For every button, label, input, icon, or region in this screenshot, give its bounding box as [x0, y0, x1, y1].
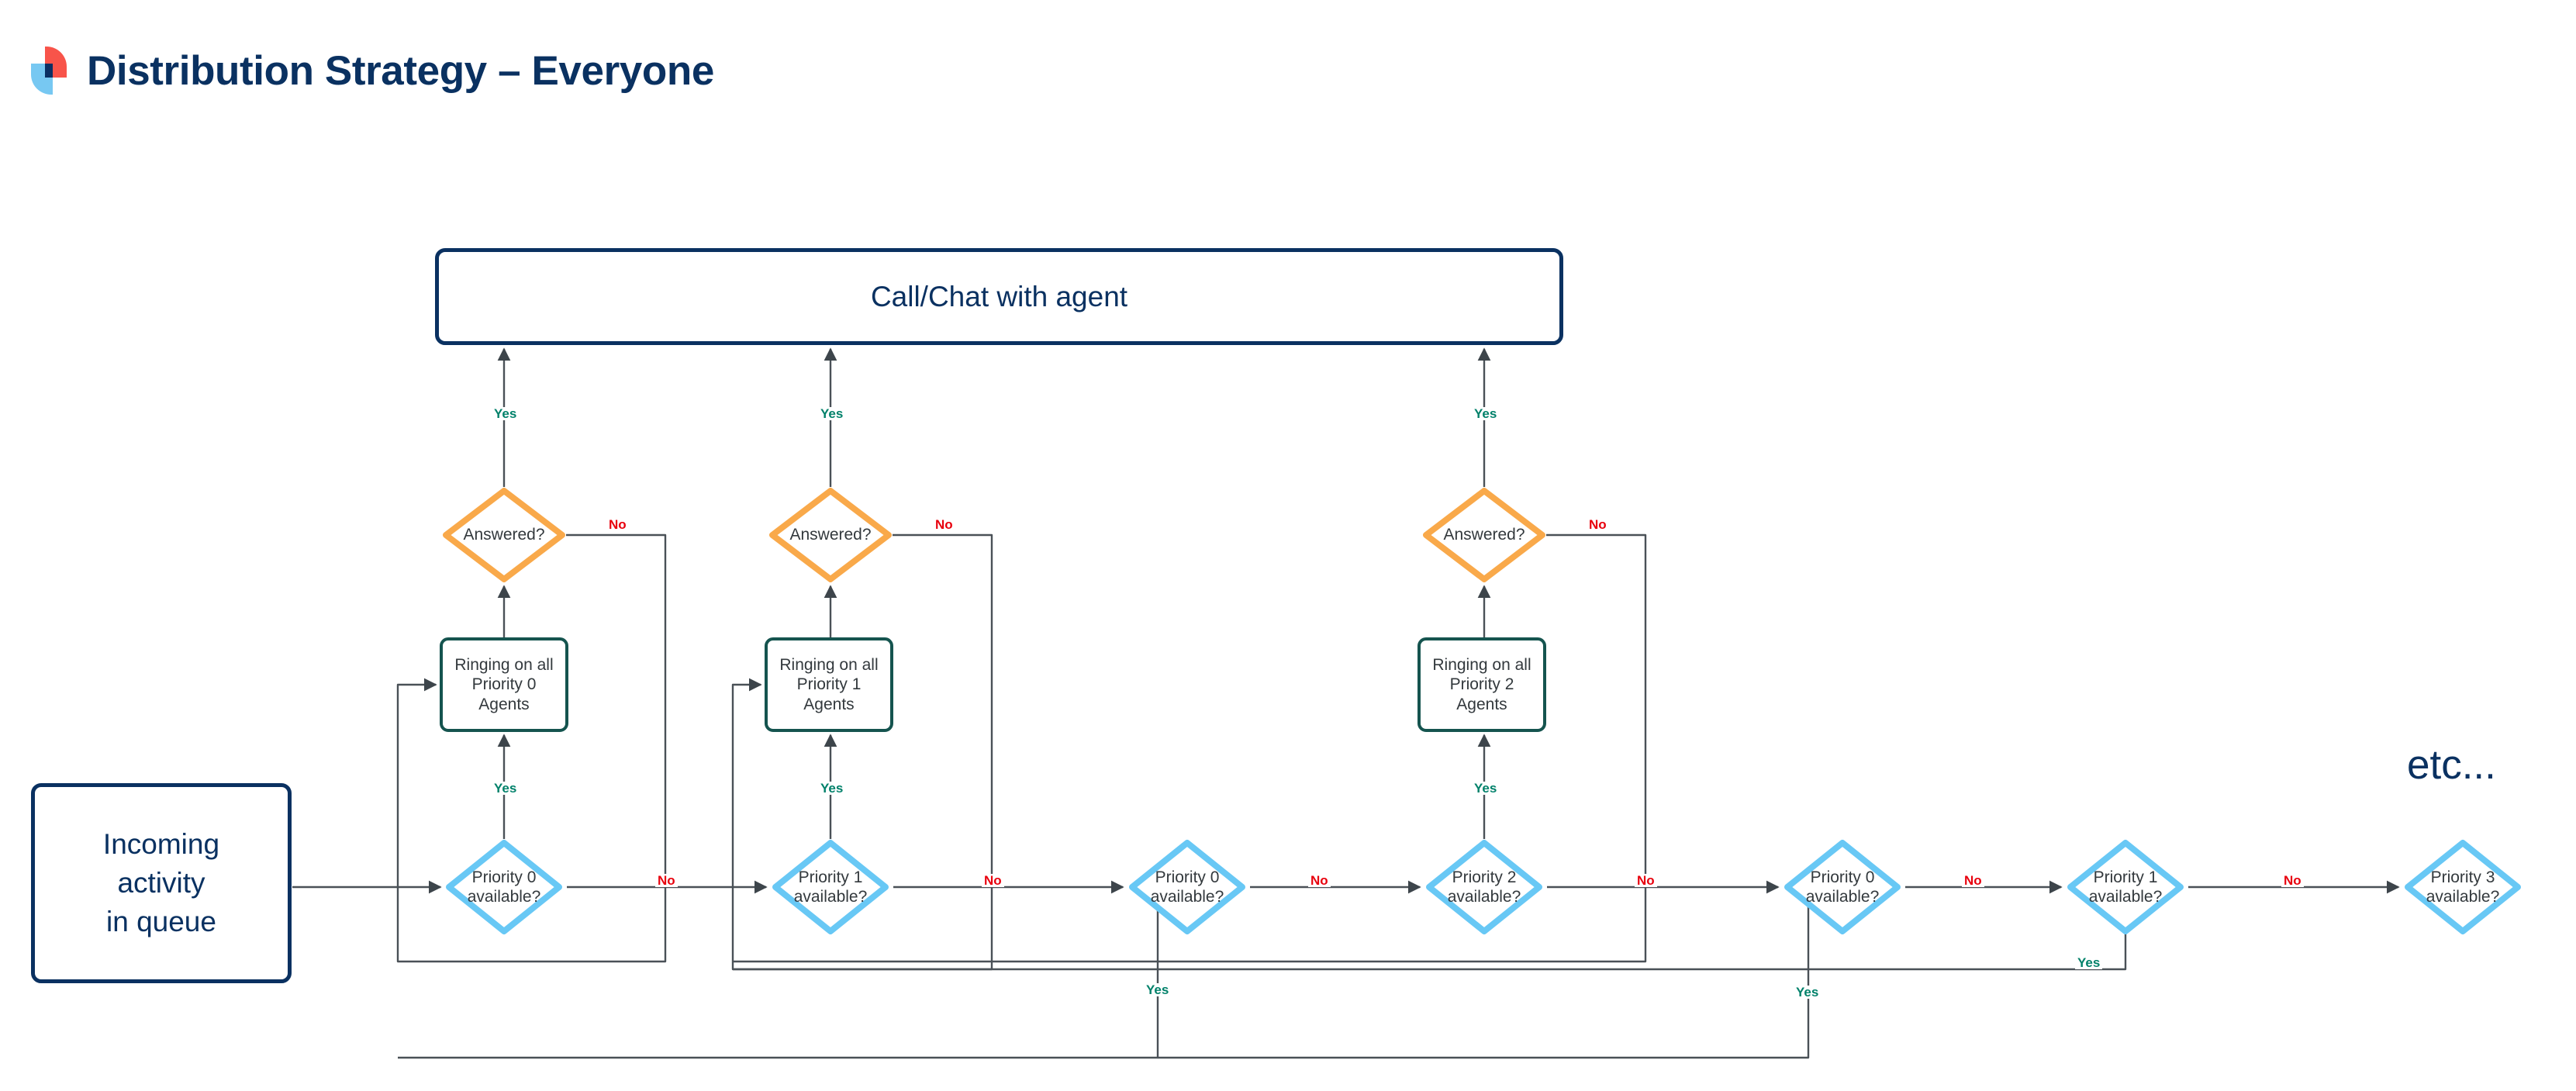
- edge-pri0c-yes: [1158, 887, 1810, 1059]
- edge-label-no-ans1: No: [933, 518, 955, 531]
- edge-ans0-no: [396, 533, 667, 963]
- node-priority-0-available-c[interactable]: Priority 0 available?: [1784, 839, 1901, 935]
- edge-label-yes-pri0b: Yes: [1144, 983, 1172, 996]
- node-priority-0-available-b[interactable]: Priority 0 available?: [1128, 839, 1246, 935]
- edge-label-no-pri1a: No: [982, 874, 1004, 887]
- edge-label-yes-pri1a: Yes: [818, 782, 846, 795]
- page-header: Distribution Strategy – Everyone: [31, 47, 714, 95]
- edge-label-yes-ans1: Yes: [818, 407, 846, 420]
- node-label-line-3: Agents: [803, 695, 855, 713]
- node-label-line-2: Priority 0: [471, 675, 537, 694]
- node-label-line-1: Ringing on all: [1432, 655, 1531, 674]
- node-label: Call/Chat with agent: [870, 280, 1128, 312]
- node-label-line-2: Priority 2: [1449, 675, 1514, 694]
- edge-label-yes-pri0c: Yes: [1794, 986, 1822, 999]
- edge-label-no-pri0b: No: [1308, 874, 1331, 887]
- etc-ellipsis-text: etc...: [2407, 742, 2496, 788]
- edge-label-yes-pri0a: Yes: [492, 782, 520, 795]
- node-ringing-priority-0-agents[interactable]: Ringing on all Priority 0 Agents: [440, 637, 568, 732]
- node-ringing-priority-2-agents[interactable]: Ringing on all Priority 2 Agents: [1417, 637, 1546, 732]
- node-label-line-2: activity: [117, 867, 205, 899]
- edge-label-no-ans2: No: [1587, 518, 1609, 531]
- node-label-line-1: Ringing on all: [454, 655, 554, 674]
- diamond-shape-icon: [772, 840, 889, 934]
- diamond-shape-icon: [446, 840, 562, 934]
- logo-navy-overlap: [45, 64, 53, 78]
- page-title: Distribution Strategy – Everyone: [87, 47, 714, 94]
- diamond-shape-icon: [2067, 840, 2184, 934]
- node-label-line-1: Incoming: [102, 828, 220, 861]
- diamond-shape-icon: [1784, 840, 1901, 934]
- node-call-chat-with-agent[interactable]: Call/Chat with agent: [435, 248, 1563, 345]
- node-answered-1[interactable]: Answered?: [768, 487, 893, 583]
- edge-label-yes-pri2a: Yes: [1472, 782, 1500, 795]
- diamond-shape-icon: [769, 488, 892, 582]
- node-incoming-activity-in-queue[interactable]: Incoming activity in queue: [31, 783, 292, 983]
- edge-label-no-pri2a: No: [1635, 874, 1657, 887]
- edge-ans2-no: [733, 533, 1647, 963]
- brand-logo-icon: [31, 47, 67, 95]
- edge-label-no-pri0a: No: [655, 874, 678, 887]
- node-priority-3-available[interactable]: Priority 3 available?: [2404, 839, 2522, 935]
- edge-label-no-pri0c: No: [1962, 874, 1984, 887]
- edge-label-yes-ans2: Yes: [1472, 407, 1500, 420]
- diamond-shape-icon: [2405, 840, 2521, 934]
- diamond-shape-icon: [443, 488, 565, 582]
- diamond-shape-icon: [1426, 840, 1542, 934]
- edge-label-yes-pri1b: Yes: [2075, 956, 2103, 969]
- node-label-line-3: in queue: [106, 905, 216, 937]
- edge-label-no-pri1b: No: [2281, 874, 2304, 887]
- diamond-shape-icon: [1129, 840, 1245, 934]
- node-label-line-2: Priority 1: [796, 675, 862, 694]
- node-priority-2-available-a[interactable]: Priority 2 available?: [1425, 839, 1543, 935]
- node-ringing-priority-1-agents[interactable]: Ringing on all Priority 1 Agents: [765, 637, 893, 732]
- node-label-line-3: Agents: [478, 695, 530, 713]
- node-answered-2[interactable]: Answered?: [1422, 487, 1546, 583]
- edge-label-no-ans0: No: [606, 518, 629, 531]
- node-answered-0[interactable]: Answered?: [442, 487, 566, 583]
- node-label-line-3: Agents: [1456, 695, 1507, 713]
- node-priority-1-available-a[interactable]: Priority 1 available?: [772, 839, 889, 935]
- node-priority-0-available-a[interactable]: Priority 0 available?: [445, 839, 563, 935]
- node-priority-1-available-b[interactable]: Priority 1 available?: [2067, 839, 2184, 935]
- edge-label-yes-ans0: Yes: [492, 407, 520, 420]
- node-label-line-1: Ringing on all: [779, 655, 879, 674]
- diamond-shape-icon: [1423, 488, 1545, 582]
